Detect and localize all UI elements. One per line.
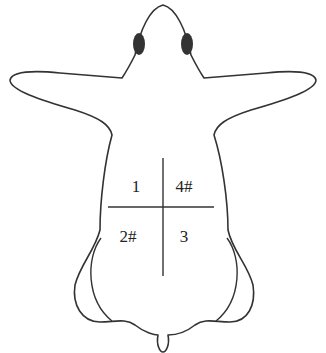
- division-line: [162, 158, 163, 276]
- body-outline: [10, 5, 316, 352]
- region-number: 1: [132, 178, 141, 195]
- region-number: 4#: [176, 178, 193, 195]
- eye: [133, 33, 145, 55]
- region-number: 2#: [120, 228, 137, 245]
- hind-leg-line: [91, 238, 112, 321]
- eye: [181, 33, 193, 55]
- hind-leg-line: [216, 238, 237, 321]
- region-number: 3: [180, 228, 189, 245]
- division-line: [108, 206, 214, 207]
